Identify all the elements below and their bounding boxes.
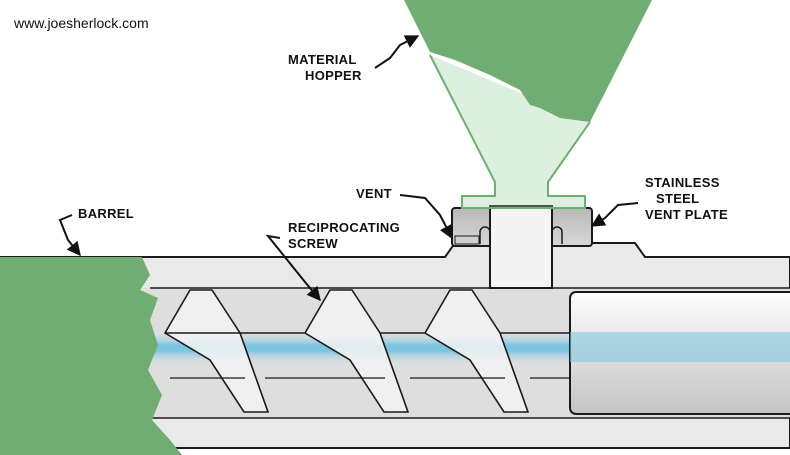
reciprocating-screw (163, 289, 570, 413)
label-vent: VENT (356, 186, 392, 201)
label-material: MATERIAL (288, 52, 357, 67)
label-barrel: BARREL (78, 206, 134, 221)
arrow-material-hopper (374, 35, 420, 69)
watermark-url: www.joesherlock.com (14, 15, 149, 31)
screw-flight-1 (163, 289, 270, 413)
leader-lines (58, 35, 639, 302)
label-stainless: STAINLESS (645, 175, 720, 190)
label-steel: STEEL (656, 191, 700, 206)
arrow-vent-plate (590, 202, 639, 227)
stainless-vent-plate (451, 205, 593, 289)
screw-flight-3 (423, 289, 530, 413)
label-hopper: HOPPER (305, 68, 362, 83)
screw-flight-2 (303, 289, 410, 413)
label-vent-plate: VENT PLATE (645, 207, 728, 222)
arrow-vent (399, 194, 453, 240)
label-reciprocating: RECIPROCATING (288, 220, 400, 235)
hopper-throat (429, 54, 591, 209)
arrow-reciprocating-screw (265, 234, 321, 302)
arrow-barrel (58, 214, 81, 257)
barrel-cutaway (0, 257, 182, 455)
screw-shank (569, 291, 790, 415)
material-hopper (404, 0, 652, 122)
label-screw: SCREW (288, 236, 338, 251)
